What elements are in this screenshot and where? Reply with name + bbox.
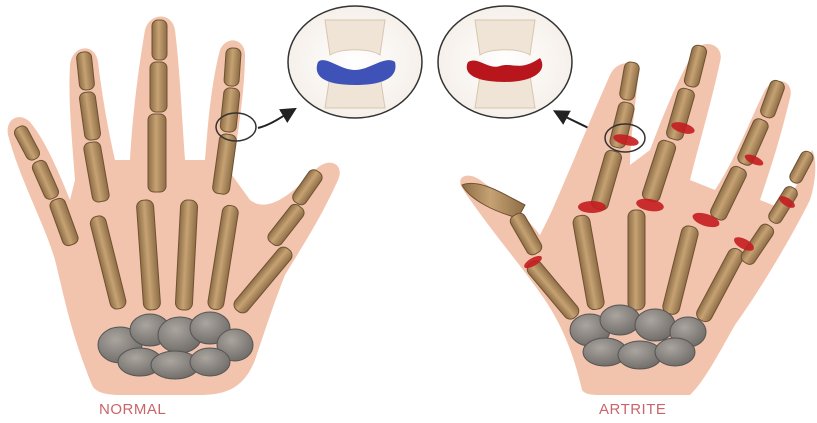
normal-joint-inset	[288, 6, 422, 118]
arthritic-joint-inset	[438, 6, 572, 118]
zoom-arrow-icon	[258, 112, 290, 128]
caption-normal: NORMAL	[99, 401, 166, 418]
caption-artrite: ARTRITE	[599, 401, 666, 418]
